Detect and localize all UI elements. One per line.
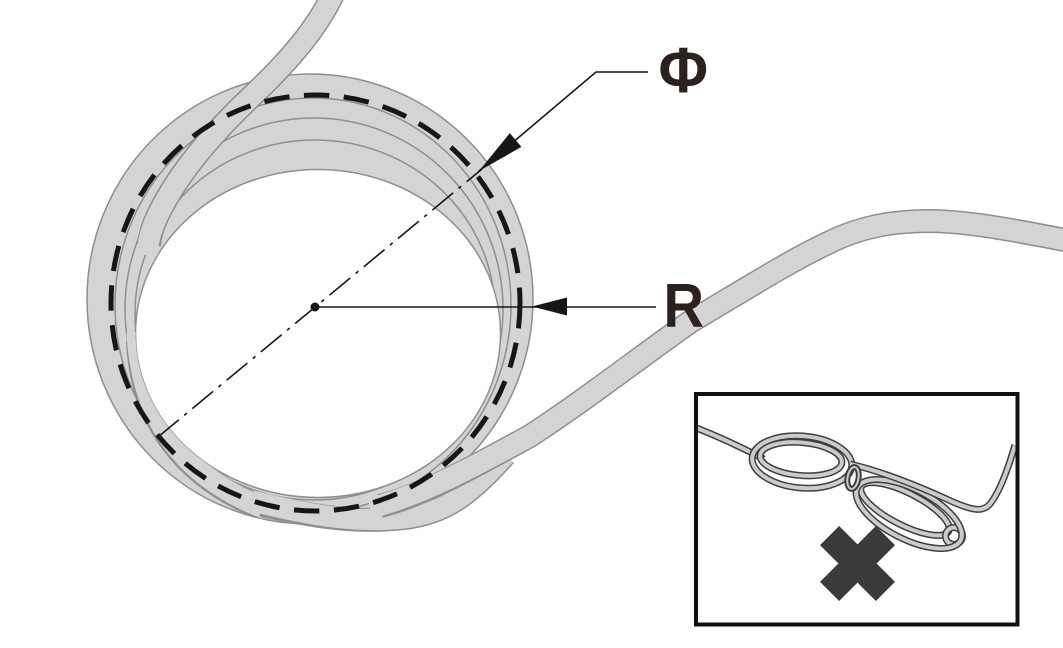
svg-text:R: R bbox=[664, 272, 705, 341]
svg-text:Φ: Φ bbox=[659, 34, 709, 106]
